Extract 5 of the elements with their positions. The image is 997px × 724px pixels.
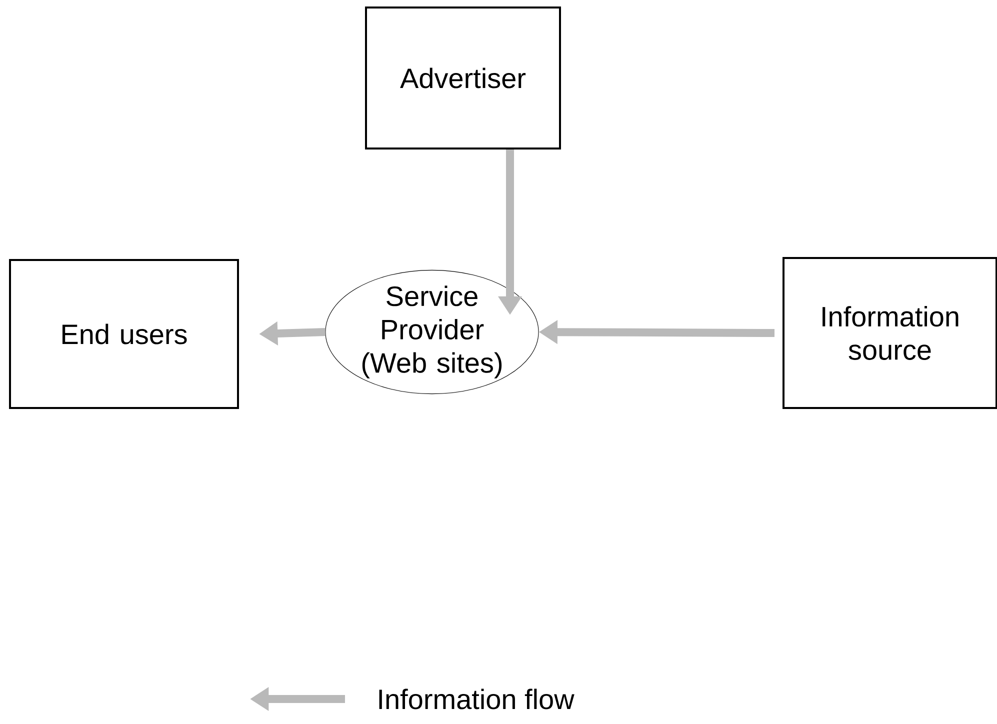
box-node: End users <box>9 259 239 409</box>
box-node: Information source <box>782 257 997 409</box>
legend-text: Information flow <box>379 688 574 710</box>
box-node: Advertiser <box>365 6 561 150</box>
ellipse-node: Service Provider (Web sites) <box>325 270 539 394</box>
